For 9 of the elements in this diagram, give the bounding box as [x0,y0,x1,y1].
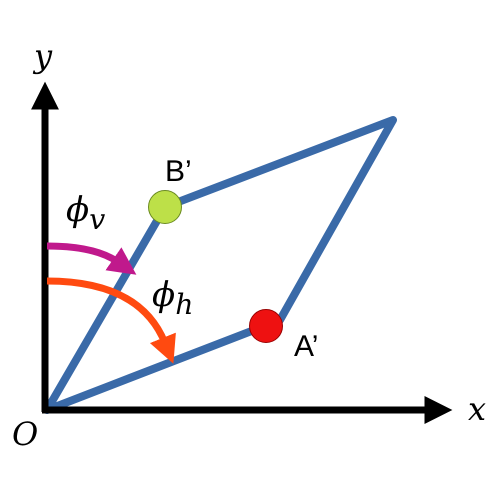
point-label: A’ [294,332,318,362]
point-label: B’ [165,157,192,187]
point-marker [148,190,182,224]
origin-label: O [12,418,38,450]
axis-label: y [34,40,52,72]
axis-label: x [468,393,486,425]
angle-label: ϕ$_{h}$ [152,278,194,320]
angle-label: ϕ$_{v}$ [66,193,106,234]
point-marker [249,309,283,343]
